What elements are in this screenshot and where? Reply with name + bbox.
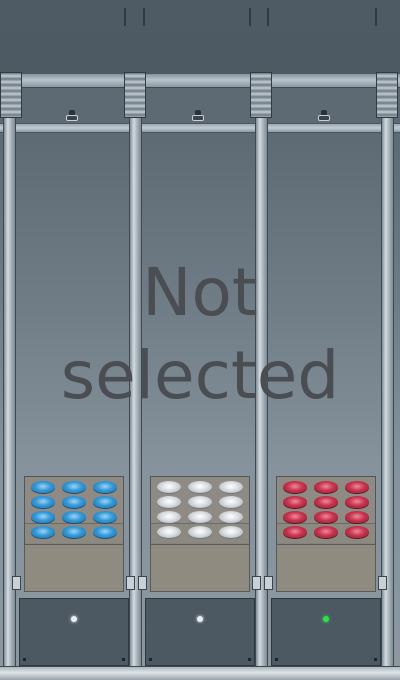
cup-red	[345, 511, 369, 523]
cup-red	[283, 511, 307, 523]
cup-white	[157, 511, 181, 523]
cup-red	[314, 526, 338, 538]
latch	[12, 576, 21, 590]
hook-icon	[66, 110, 78, 122]
top-band	[0, 34, 400, 75]
post-bracket	[376, 72, 398, 118]
latch	[252, 576, 261, 590]
rail-slot	[124, 8, 126, 26]
frame-post	[381, 75, 394, 675]
latch	[138, 576, 147, 590]
cup-white	[188, 496, 212, 508]
cup-red	[314, 496, 338, 508]
frame-post	[255, 75, 268, 675]
cup-red	[314, 511, 338, 523]
cup-tray-white[interactable]	[150, 476, 250, 545]
bottom-rail	[0, 666, 400, 680]
post-bracket	[0, 72, 22, 118]
indicator-light	[197, 616, 203, 622]
cup-white	[219, 511, 243, 523]
rail-slot	[249, 8, 251, 26]
status-text-line1: Not	[142, 254, 258, 331]
rail-slot	[143, 8, 145, 26]
cup-white	[188, 481, 212, 493]
cup-tray-blue[interactable]	[24, 476, 124, 545]
cup-blue	[62, 511, 86, 523]
cup-blue	[93, 496, 117, 508]
cup-blue	[62, 496, 86, 508]
latch	[378, 576, 387, 590]
cup-blue	[93, 511, 117, 523]
cup-blue	[31, 526, 55, 538]
rail-slot	[267, 8, 269, 26]
tray-base	[150, 544, 250, 592]
cup-blue	[93, 526, 117, 538]
tray-base	[24, 544, 124, 592]
cup-tray-red[interactable]	[276, 476, 376, 545]
indicator-light	[71, 616, 77, 622]
cup-red	[345, 496, 369, 508]
cup-red	[283, 526, 307, 538]
latch	[126, 576, 135, 590]
top-rail	[0, 0, 400, 36]
cup-blue	[31, 496, 55, 508]
hook-icon	[192, 110, 204, 122]
tray-base	[276, 544, 376, 592]
cup-blue	[62, 481, 86, 493]
cup-red	[345, 481, 369, 493]
cup-red	[345, 526, 369, 538]
cup-red	[283, 496, 307, 508]
cup-white	[219, 496, 243, 508]
drawer[interactable]	[145, 598, 255, 666]
cup-white	[157, 526, 181, 538]
cup-blue	[31, 481, 55, 493]
cup-blue	[62, 526, 86, 538]
latch	[264, 576, 273, 590]
cup-blue	[31, 511, 55, 523]
cup-white	[157, 481, 181, 493]
drawer[interactable]	[271, 598, 381, 666]
cup-white	[188, 511, 212, 523]
hook-icon	[318, 110, 330, 122]
cup-white	[188, 526, 212, 538]
drawer[interactable]	[19, 598, 129, 666]
cup-red	[314, 481, 338, 493]
cup-blue	[93, 481, 117, 493]
indicator-light	[323, 616, 329, 622]
lower-crossbar	[0, 123, 400, 133]
post-bracket	[124, 72, 146, 118]
status-text-line2: selected	[60, 337, 340, 414]
cup-white	[219, 526, 243, 538]
post-bracket	[250, 72, 272, 118]
upper-crossbar	[0, 75, 400, 88]
frame-post	[3, 75, 16, 675]
cup-white	[157, 496, 181, 508]
frame-post	[129, 75, 142, 675]
rail-slot	[375, 8, 377, 26]
cup-red	[283, 481, 307, 493]
cup-white	[219, 481, 243, 493]
